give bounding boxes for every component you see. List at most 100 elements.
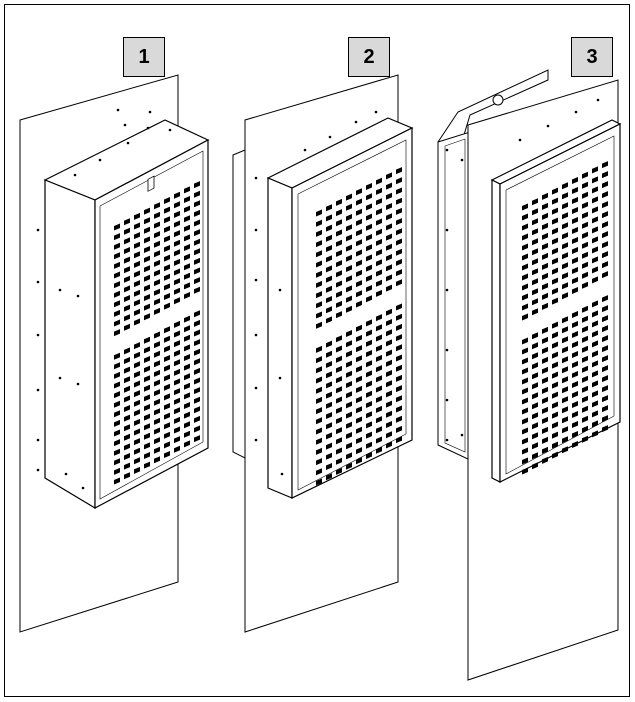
vent-slot bbox=[386, 410, 392, 418]
vent-slot bbox=[532, 248, 538, 256]
vent-slot bbox=[376, 198, 382, 206]
vent-slot bbox=[562, 262, 568, 270]
vent-slot bbox=[552, 187, 558, 195]
vent-slot bbox=[174, 349, 180, 357]
vent-slots-2 bbox=[316, 167, 402, 486]
enclosure-1 bbox=[43, 119, 210, 510]
vent-slot bbox=[562, 316, 568, 324]
vent-slot bbox=[592, 266, 598, 274]
vent-slot bbox=[154, 389, 160, 397]
vent-slot bbox=[532, 442, 538, 450]
vent-slot bbox=[316, 417, 322, 425]
vent-slot bbox=[532, 208, 538, 216]
vent-slot bbox=[194, 319, 200, 327]
vent-slot bbox=[562, 386, 568, 394]
vent-slot bbox=[194, 387, 200, 395]
vent-slot bbox=[532, 278, 538, 286]
vent-slot bbox=[602, 315, 608, 323]
vent-slot bbox=[376, 187, 382, 195]
vent-slot bbox=[124, 275, 130, 283]
vent-slot bbox=[522, 273, 528, 281]
vent-slot bbox=[346, 442, 352, 450]
vent-slot bbox=[386, 223, 392, 231]
vent-slot bbox=[184, 272, 190, 280]
vent-slot bbox=[552, 227, 558, 235]
vent-slot bbox=[316, 478, 322, 486]
vent-slot bbox=[184, 430, 190, 438]
vent-slot bbox=[602, 325, 608, 333]
vent-slot bbox=[602, 305, 608, 313]
vent-slot bbox=[376, 314, 382, 322]
vent-slot bbox=[532, 462, 538, 470]
vent-slot bbox=[592, 216, 598, 224]
vent-slot bbox=[336, 209, 342, 217]
vent-slot bbox=[572, 217, 578, 224]
vent-slot bbox=[386, 400, 392, 408]
vent-slot bbox=[592, 206, 598, 214]
vent-slot bbox=[164, 293, 170, 300]
vent-slot bbox=[174, 230, 180, 238]
vent-slot bbox=[572, 411, 578, 418]
vent-slot bbox=[562, 252, 568, 260]
vent-slot bbox=[582, 365, 588, 373]
vent-slot bbox=[542, 436, 548, 444]
vent-slot bbox=[114, 300, 120, 308]
vent-slot bbox=[532, 352, 538, 360]
vent-slot bbox=[542, 292, 548, 300]
vent-slot bbox=[366, 411, 372, 419]
vent-slot bbox=[346, 295, 352, 303]
vent-slot bbox=[522, 303, 528, 311]
vent-slot bbox=[114, 290, 120, 298]
vent-slot bbox=[602, 191, 608, 199]
vent-slot bbox=[522, 397, 528, 405]
vent-slot bbox=[366, 380, 372, 388]
vent-slot bbox=[124, 357, 130, 364]
vent-slot bbox=[124, 285, 130, 293]
vent-slot bbox=[532, 218, 538, 226]
vent-slot bbox=[386, 172, 392, 180]
vent-slot bbox=[356, 239, 362, 247]
mounting-rail-2 bbox=[232, 149, 246, 459]
vent-slot bbox=[316, 356, 322, 364]
vent-slot bbox=[572, 237, 578, 244]
vent-slot bbox=[144, 226, 150, 234]
vent-slot bbox=[572, 361, 578, 368]
vent-slot bbox=[592, 400, 598, 408]
vent-slot bbox=[164, 335, 170, 343]
step-1-label: 1 bbox=[123, 37, 165, 77]
vent-slot bbox=[346, 370, 352, 378]
vent-slot bbox=[134, 299, 140, 307]
vent-slot bbox=[134, 212, 140, 220]
vent-slot bbox=[592, 390, 598, 398]
vent-slot bbox=[396, 207, 402, 215]
vent-slot bbox=[134, 428, 140, 436]
vent-slot bbox=[154, 341, 160, 349]
vent-slot bbox=[396, 415, 402, 423]
vent-slot bbox=[522, 213, 528, 221]
step-1-number: 1 bbox=[138, 45, 150, 68]
vent-slot bbox=[184, 215, 190, 223]
vent-slot bbox=[542, 242, 548, 250]
vent-slot bbox=[356, 416, 362, 424]
vent-slot bbox=[124, 304, 130, 312]
vent-slot bbox=[562, 366, 568, 374]
vent-slot bbox=[346, 214, 352, 221]
vent-slot bbox=[356, 324, 362, 332]
vent-slot bbox=[184, 315, 190, 323]
vent-slot bbox=[582, 201, 588, 209]
vent-slot bbox=[194, 277, 200, 285]
vent-slot bbox=[376, 344, 382, 352]
vent-slot bbox=[124, 227, 130, 235]
vent-slot bbox=[184, 224, 190, 232]
vent-slot bbox=[346, 193, 352, 201]
vent-slot bbox=[542, 282, 548, 290]
vent-slot bbox=[386, 192, 392, 200]
vent-slot bbox=[366, 203, 372, 211]
vent-slot bbox=[144, 284, 150, 292]
vent-slot bbox=[346, 244, 352, 252]
vent-slot bbox=[316, 291, 322, 299]
vent-slot bbox=[114, 371, 120, 379]
vent-slot bbox=[386, 203, 392, 210]
vent-slot bbox=[592, 186, 598, 194]
